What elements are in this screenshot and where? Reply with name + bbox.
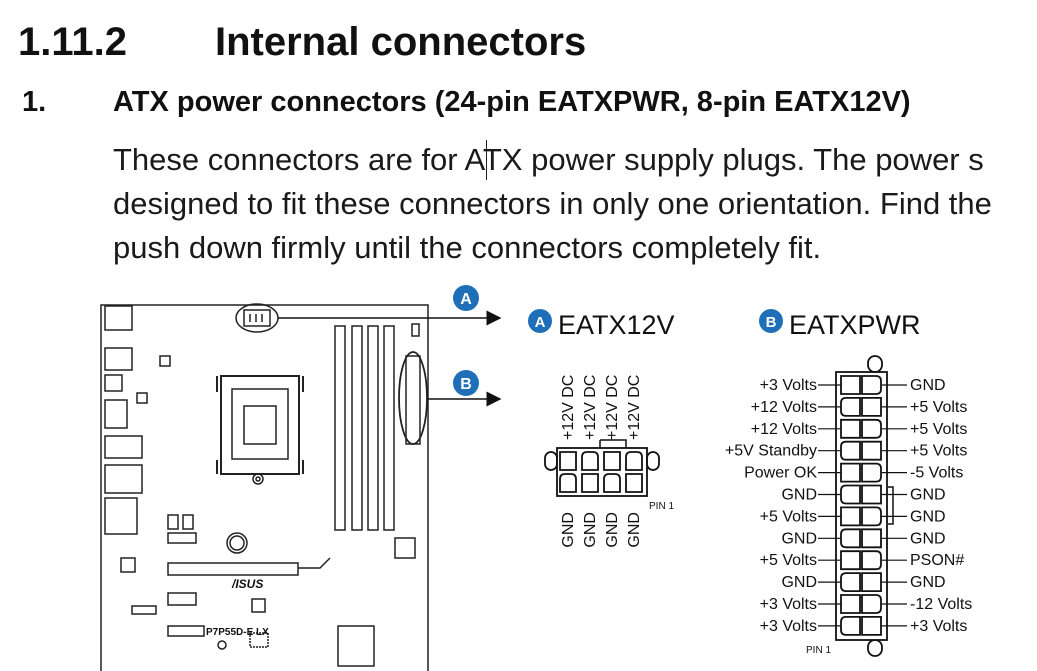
eatxpwr-left-label: +5 Volts — [760, 552, 817, 569]
paragraph-line-2: designed to fit these connectors in only… — [113, 186, 992, 221]
eatxpwr-right-label: -12 Volts — [910, 596, 972, 613]
eatxpwr-right-label: +5 Volts — [910, 399, 967, 416]
callout-b-legend: B — [759, 309, 783, 333]
callout-a-board: A — [453, 285, 479, 311]
svg-text:B: B — [460, 376, 472, 393]
motherboard-illustration — [100, 303, 429, 671]
eatxpwr-pin1-label: PIN 1 — [806, 645, 831, 656]
eatx12v-top-labels: +12V DC +12V DC +12V DC +12V DC — [560, 375, 643, 440]
paragraph-line-1: These connectors are for ATX power suppl… — [113, 142, 984, 177]
eatxpwr-pin — [840, 616, 861, 636]
eatxpwr-right-label: GND — [910, 487, 946, 504]
eatxpwr-pin — [861, 484, 882, 505]
eatxpwr-pin — [861, 572, 882, 592]
eatx12v-top-label: +12V DC — [582, 375, 599, 440]
eatxpwr-pin — [861, 418, 882, 439]
svg-text:A: A — [535, 314, 546, 331]
eatxpwr-left-label: Power OK — [744, 465, 817, 482]
eatxpwr-pin — [861, 594, 882, 614]
eatxpwr-right-label: -5 Volts — [910, 465, 963, 482]
eatxpwr-pin — [861, 440, 882, 461]
eatx12v-pin — [625, 451, 643, 471]
eatx12v-pin — [625, 473, 643, 493]
eatxpwr-pin — [840, 397, 861, 417]
eatx12v-pin1-label: PIN 1 — [649, 501, 674, 512]
eatxpwr-pin — [840, 572, 861, 592]
eatxpwr-pin — [861, 462, 882, 483]
eatx12v-pin — [603, 451, 621, 471]
eatxpwr-left-labels: +3 Volts +12 Volts +12 Volts +5V StandbyPow… — [725, 377, 841, 635]
eatxpwr-left-label: +3 Volts — [760, 377, 817, 394]
eatx12v-bottom-labels: GND GND GND GND — [560, 512, 643, 548]
eatxpwr-right-label: GND — [910, 574, 946, 591]
eatx12v-connector — [544, 439, 660, 497]
eatxpwr-pin — [840, 550, 861, 571]
eatx12v-pin — [559, 473, 577, 493]
eatx12v-pin — [603, 473, 621, 493]
eatxpwr-right-label: GND — [910, 377, 946, 394]
eatxpwr-left-label: +3 Volts — [760, 618, 817, 635]
eatxpwr-right-label: GND — [910, 508, 946, 525]
board-brand-logo: /ISUS — [231, 577, 263, 591]
eatxpwr-pin — [861, 550, 882, 571]
item-title: ATX power connectors (24-pin EATXPWR, 8-… — [113, 86, 911, 118]
callout-a-legend: A — [528, 309, 552, 333]
eatxpwr-right-label: +5 Volts — [910, 421, 967, 438]
eatxpwr-right-label: PSON# — [910, 552, 964, 569]
eatxpwr-connector — [835, 355, 894, 657]
eatx12v-title: EATX12V — [558, 310, 675, 340]
eatxpwr-left-label: GND — [781, 530, 817, 547]
eatxpwr-left-label: GND — [781, 487, 817, 504]
eatx12v-pin — [581, 473, 599, 493]
eatx12v-pin — [581, 451, 599, 471]
eatx12v-bottom-label: GND — [626, 512, 643, 548]
eatxpwr-right-label: +3 Volts — [910, 618, 967, 635]
eatxpwr-pin — [861, 528, 882, 549]
svg-text:B: B — [766, 314, 777, 331]
eatx12v-bottom-label: GND — [560, 512, 577, 548]
eatxpwr-pin — [840, 462, 861, 483]
eatxpwr-pin — [840, 418, 861, 439]
section-number: 1.11.2 — [18, 20, 128, 64]
eatxpwr-pin — [861, 375, 882, 395]
eatxpwr-right-label: +5 Volts — [910, 443, 967, 460]
callout-b-board: B — [453, 370, 479, 396]
eatxpwr-pin — [840, 506, 861, 527]
section-title: Internal connectors — [215, 20, 587, 64]
eatx12v-bottom-label: GND — [582, 512, 599, 548]
board-model-label: P7P55D-E LX — [206, 627, 269, 638]
eatxpwr-pin — [840, 440, 861, 461]
eatxpwr-right-label: GND — [910, 530, 946, 547]
eatxpwr-right-labels: GND+5 Volts+5 Volts+5 Volts-5 VoltsGNDGN… — [882, 377, 972, 635]
eatxpwr-left-label: +3 Volts — [760, 596, 817, 613]
eatxpwr-pin — [840, 594, 861, 614]
eatxpwr-pin — [861, 397, 882, 417]
eatxpwr-pin — [840, 484, 861, 505]
eatxpwr-pin — [861, 506, 882, 527]
eatx12v-bottom-label: GND — [604, 512, 621, 548]
item-number: 1. — [22, 86, 47, 118]
eatx12v-pin — [559, 451, 577, 471]
paragraph-line-3: push down firmly until the connectors co… — [113, 230, 822, 265]
eatxpwr-pin — [840, 375, 861, 395]
eatxpwr-pin — [861, 616, 882, 636]
eatxpwr-pin — [840, 528, 861, 549]
eatxpwr-left-label: +5V Standby — [725, 443, 817, 460]
eatxpwr-left-label: +12 Volts — [751, 399, 817, 416]
eatx12v-top-label: +12V DC — [560, 375, 577, 440]
eatxpwr-left-label: GND — [781, 574, 817, 591]
eatxpwr-title: EATXPWR — [789, 310, 921, 340]
eatx12v-top-label: +12V DC — [604, 375, 621, 440]
svg-text:A: A — [460, 291, 472, 308]
eatxpwr-left-label: +5 Volts — [760, 508, 817, 525]
eatx12v-top-label: +12V DC — [626, 375, 643, 440]
eatxpwr-left-label: +12 Volts — [751, 421, 817, 438]
text-cursor — [486, 140, 487, 180]
